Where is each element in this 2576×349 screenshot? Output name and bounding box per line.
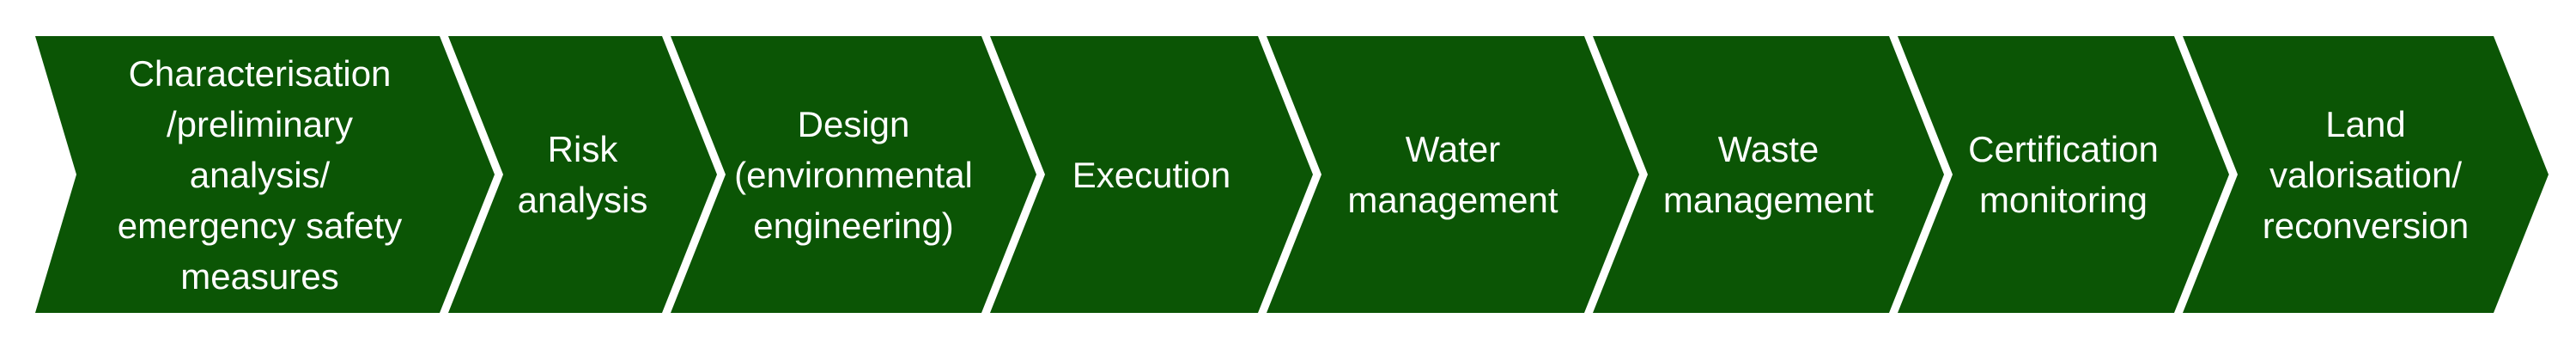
step-label-4: Execution [1072,154,1231,195]
step-label-6: Waste management [1662,129,1874,220]
step-label-7: Certification monitoring [1968,129,2159,220]
chevron-step-7 [1898,36,2229,313]
chevron-step-8 [2183,36,2549,313]
step-label-1: Characterisation /preliminary analysis/ … [117,52,403,297]
chevron-step-2 [448,36,717,313]
chevron-step-1 [35,36,495,313]
chevron-step-6 [1593,36,1944,313]
step-label-8: Land valorisation/ reconversion [2262,103,2470,246]
chevron-step-5 [1267,36,1639,313]
step-label-3: Design (environmental engineering) [734,103,973,246]
step-label-5: Water management [1347,129,1558,220]
chevron-step-4 [990,36,1313,313]
step-label-2: Risk analysis [517,129,648,220]
chevron-step-3 [671,36,1036,313]
